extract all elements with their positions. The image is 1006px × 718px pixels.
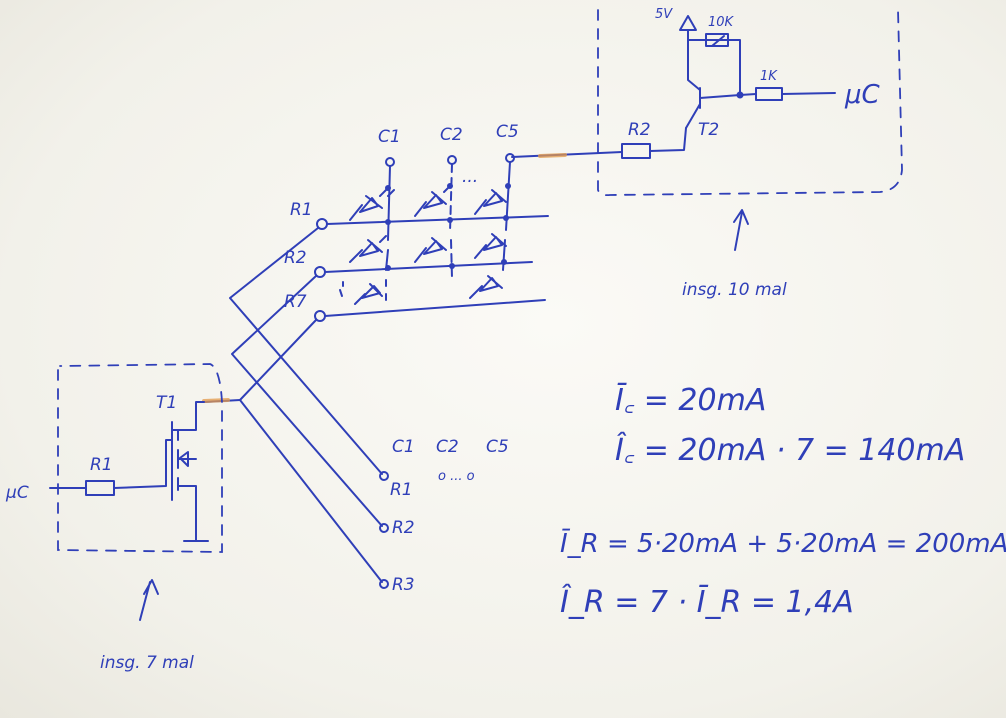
eq-ic-avg: Ī꜀ = 20mA — [615, 382, 766, 418]
row-r7-line — [324, 299, 546, 317]
supply-arrow-icon — [679, 15, 697, 31]
row-r2-line — [324, 261, 533, 273]
note-t1-arrow-icon — [139, 579, 159, 621]
row-r7-label: R7 — [284, 292, 307, 312]
col-c2-label: C2 — [440, 125, 463, 145]
resistor-10k-label: 10K — [708, 15, 735, 30]
row-r2-label: R2 — [284, 248, 307, 268]
wire-r1-cross — [229, 227, 383, 475]
note-t2: insg. 10 mal — [682, 280, 787, 300]
bottom-r1-label: R1 — [390, 480, 413, 500]
uc-left-label: μC — [5, 483, 29, 503]
t1-label: T1 — [156, 393, 177, 413]
resistor-1k-label: 1K — [760, 69, 778, 84]
row-r1-line — [326, 215, 549, 225]
supply-wire — [687, 29, 741, 96]
t2-group-box — [597, 9, 903, 197]
col-c5-label: C5 — [496, 122, 519, 142]
t2-collector-wire — [687, 39, 701, 91]
wire-r7-cross — [239, 319, 383, 583]
col-c1-label: C1 — [378, 127, 401, 147]
eq-ic-peak: Î꜀ = 20mA · 7 = 140mA — [615, 432, 965, 468]
resistor-r2-base — [621, 143, 651, 159]
bottom-c2-label: C2 — [436, 437, 459, 457]
bottom-c5-label: C5 — [486, 437, 509, 457]
t1-group-box — [57, 363, 223, 553]
eq-ir-peak: Î_R = 7 · Ī_R = 1,4A — [560, 584, 854, 620]
bottom-r3-label: R3 — [392, 575, 415, 595]
resistor-10k — [705, 33, 729, 47]
t2-transistor — [685, 87, 741, 129]
bottom-r2-label: R2 — [392, 518, 415, 538]
dots-top: ... — [462, 167, 478, 187]
eq-ir-avg: Ī_R = 5·20mA + 5·20mA = 200mA — [560, 528, 1006, 559]
bottom-dots: o ... o — [438, 469, 475, 484]
resistor-1k — [755, 87, 783, 101]
r1-gate-label: R1 — [90, 455, 113, 475]
t2-label: T2 — [698, 120, 719, 140]
t1-transistor — [171, 401, 205, 541]
bottom-c1-label: C1 — [392, 437, 415, 457]
wire-r2-cross — [231, 275, 383, 527]
supply-label: 5V — [655, 7, 673, 22]
r2-base-label: R2 — [628, 120, 651, 140]
uc-right-label: μC — [844, 80, 881, 110]
row-r1-label: R1 — [290, 200, 313, 220]
led-array — [349, 185, 507, 305]
resistor-r1-gate — [85, 480, 115, 496]
column-c5-wire — [511, 151, 623, 158]
note-t1: insg. 7 mal — [100, 653, 194, 673]
note-t2-arrow-icon — [733, 209, 749, 251]
